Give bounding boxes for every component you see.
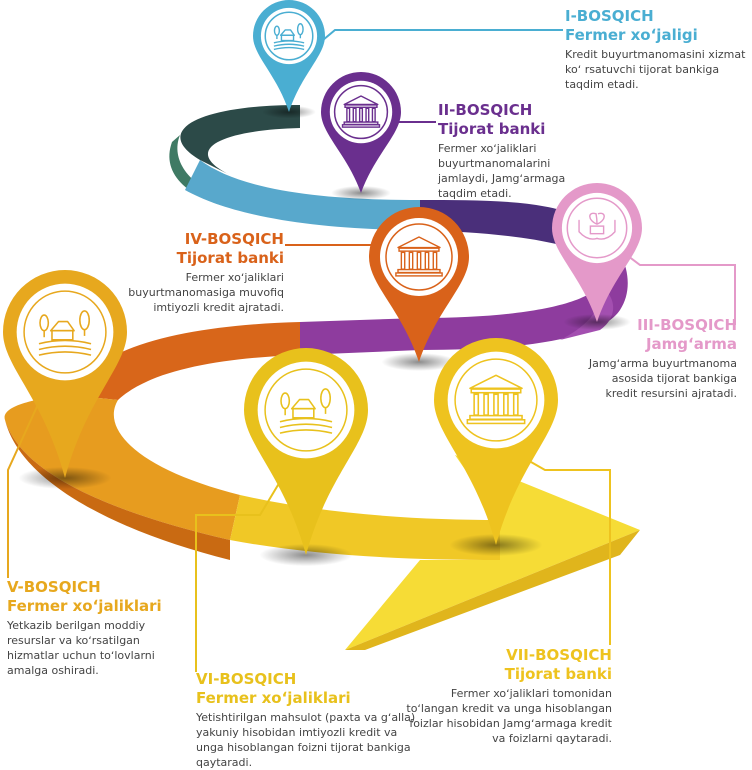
stage-7-pin-ring <box>454 358 538 442</box>
stage-5-heading: V-BOSQICH <box>7 578 101 596</box>
stage-6-pin-ring <box>264 368 348 452</box>
stage-4-pin-ring <box>385 223 453 291</box>
stage-2-pin-ring <box>333 84 389 140</box>
bank-icon <box>395 236 443 277</box>
stage-7-subheading: Tijorat banki <box>504 665 612 683</box>
stage-6-heading: VI-BOSQICH <box>196 670 297 688</box>
stage-7-heading: VII-BOSQICH <box>506 646 612 664</box>
stage-2-heading: II-BOSQICH <box>438 101 533 119</box>
stage-4-pin-disc <box>380 218 458 296</box>
road-segment-dark <box>180 105 300 175</box>
stage-3-pin-disc <box>561 192 633 264</box>
stage-2-subheading: Tijorat banki <box>438 120 546 138</box>
bank-icon <box>466 374 526 425</box>
stage-1-pin-disc <box>260 7 318 65</box>
stage-2-label: II-BOSQICH Tijorat banki Fermer xoʻjalik… <box>438 101 588 201</box>
farm-icon <box>279 388 333 434</box>
stage-6-subheading: Fermer xoʻjaliklari <box>196 689 351 707</box>
stage-1-subheading: Fermer xoʻjaligi <box>565 26 698 44</box>
stage-3-pin-ring <box>566 197 628 259</box>
stage-6-description: Yetishtirilgan mahsulot (paxta va gʻalla… <box>196 711 416 769</box>
stage-1-heading: I-BOSQICH <box>565 7 654 25</box>
road-arrow-shade <box>345 530 640 650</box>
stage-1-pin-ring <box>264 11 314 61</box>
stage-4-label: IV-BOSQICH Tijorat banki Fermer xoʻjalik… <box>128 230 284 315</box>
stage-7-pin-disc <box>447 351 545 449</box>
connector-5 <box>7 399 41 578</box>
stage-4-heading: IV-BOSQICH <box>184 230 284 248</box>
stage-3-heading: III-BOSQICH <box>637 316 737 334</box>
stage-1-label: I-BOSQICH Fermer xoʻjaligi Kredit buyurt… <box>565 7 750 92</box>
stage-6-pin-disc <box>257 361 355 459</box>
stage-5-label: V-BOSQICH Fermer xoʻjaliklari Yetkazib b… <box>7 578 177 678</box>
stage-4-pin <box>369 207 469 371</box>
road-segment-indigo <box>420 200 575 245</box>
stage-5-pin-ring <box>23 290 107 374</box>
road-segment-orange <box>70 322 300 400</box>
stage-5-pin-disc <box>16 283 114 381</box>
stage-6-pin <box>244 348 368 567</box>
stage-3-pin <box>552 183 642 331</box>
connector-6 <box>195 464 291 672</box>
stage-1-pin <box>253 0 325 119</box>
road-arrow-head <box>345 455 640 650</box>
stage-7-label: VII-BOSQICH Tijorat banki Fermer xoʻjali… <box>400 646 612 746</box>
stage-5-subheading: Fermer xoʻjaliklari <box>7 597 162 615</box>
stage-5-pin <box>3 270 127 490</box>
stage-5-description: Yetkazib berilgan moddiy resurslar va ko… <box>7 619 155 677</box>
road-segment-purple <box>300 215 628 355</box>
stage-6-label: VI-BOSQICH Fermer xoʻjaliklari Yetishtir… <box>196 670 416 770</box>
bank-icon <box>341 95 381 128</box>
farm-icon <box>273 23 305 51</box>
stage-2-description: Fermer xoʻjaliklari buyurtmanomalarini j… <box>438 142 566 200</box>
stage-4-subheading: Tijorat banki <box>176 249 284 267</box>
road-segment-amber-edge <box>5 420 230 560</box>
farm-icon <box>38 310 92 356</box>
stage-3-subheading: Jamgʻarma <box>645 335 737 353</box>
stage-4-description: Fermer xoʻjaliklari buyurtmanomasiga muv… <box>128 271 284 314</box>
stage-3-description: Jamgʻarma buyurtmanoma asosida tijorat b… <box>588 357 737 400</box>
stage-7-description: Fermer xoʻjaliklari tomonidan toʻlangan … <box>406 687 612 745</box>
stage-1-description: Kredit buyurtmanomasini xizmat koʻ rsatu… <box>565 48 746 91</box>
stage-3-label: III-BOSQICH Jamgʻarma Jamgʻarma buyurtma… <box>582 316 737 401</box>
stage-2-pin <box>321 72 401 201</box>
sprout-hands-icon <box>578 212 616 240</box>
stage-7-pin <box>434 338 558 557</box>
pins-layer <box>3 0 642 567</box>
stage-2-pin-disc <box>329 80 393 144</box>
road-segment-blue <box>185 160 420 230</box>
